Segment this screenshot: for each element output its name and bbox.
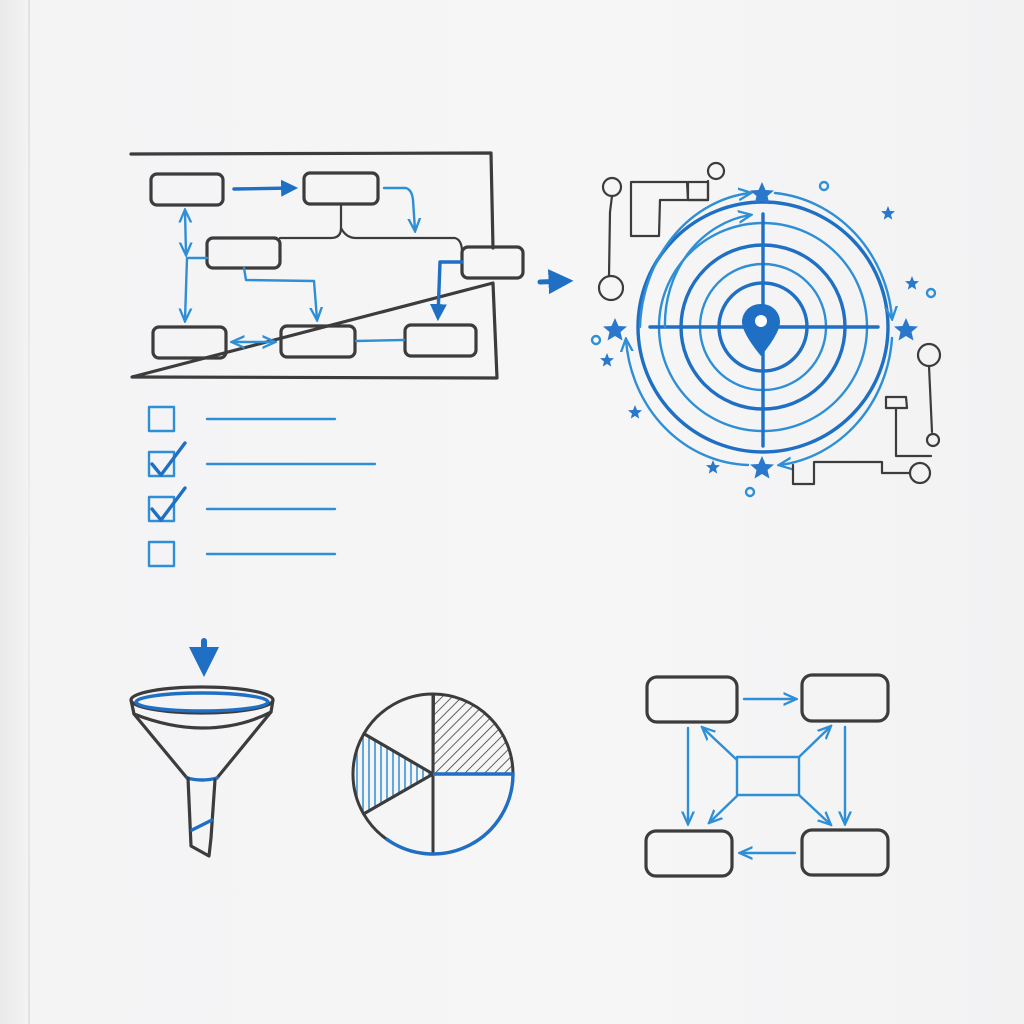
- circuit-node: [908, 461, 932, 485]
- funnel-spout-mark: [190, 818, 214, 832]
- orbit-inner-arc: [663, 215, 750, 329]
- flow-connector: [278, 202, 464, 254]
- star-icon: [750, 182, 774, 205]
- star-icon: [894, 318, 918, 341]
- circuit-node: [597, 274, 625, 302]
- flow-arrow-1-3: [185, 211, 186, 254]
- dot-icon: [744, 486, 756, 498]
- cycle-diag-tl: [703, 728, 739, 762]
- cycle-center-node: [735, 755, 801, 797]
- funnel-band: [129, 698, 275, 730]
- pie-slice: [362, 692, 435, 776]
- funnel-spout: [186, 776, 217, 858]
- star-icon: [628, 405, 642, 419]
- circuit-wire: [791, 460, 912, 486]
- pie-chart-icon: [351, 692, 515, 856]
- flowchart-frame: [129, 151, 499, 380]
- location-pin-icon: [742, 304, 780, 356]
- dot-icon: [925, 287, 937, 299]
- checklist-item: [147, 441, 377, 478]
- radar-target: [590, 161, 942, 498]
- checkmark-icon: [150, 441, 187, 477]
- cycle-node-tl: [645, 675, 739, 724]
- orbit-arc-bl: [626, 340, 750, 467]
- circuit-square: [686, 180, 710, 202]
- circuit-node: [601, 176, 623, 198]
- orbit-arc-tl: [638, 193, 750, 329]
- cycle-diag-tr: [797, 727, 830, 759]
- cycle-diag-br: [797, 793, 830, 824]
- orbit-arc-br: [780, 336, 894, 465]
- circuit-node: [916, 342, 942, 368]
- funnel-neck: [185, 776, 219, 782]
- location-pin-dot: [755, 315, 767, 327]
- star-icon: [881, 206, 895, 220]
- checklist-item: [147, 405, 337, 433]
- flow-arrow-1-2: [232, 179, 299, 197]
- orbit-arc-tr: [773, 191, 892, 318]
- cycle-node-tr: [800, 673, 890, 723]
- checklist: [147, 405, 377, 568]
- star-icon: [603, 318, 627, 341]
- flow-node-1: [149, 172, 225, 207]
- checkbox-icon: [147, 540, 176, 568]
- cycle-node-bl: [644, 829, 734, 878]
- checkbox-icon: [147, 405, 176, 433]
- pie-slice: [431, 692, 515, 776]
- circuit-wire: [607, 194, 614, 278]
- funnel-icon: [129, 638, 275, 858]
- flow-arrow-6-7: [354, 338, 406, 343]
- star-icon: [750, 456, 774, 479]
- circuit-node: [706, 161, 726, 181]
- star-icon: [905, 276, 919, 290]
- cycle-diagram: [644, 673, 890, 878]
- dot-icon: [590, 334, 602, 346]
- flow-arrow-2-down: [382, 186, 415, 230]
- arrow-right-icon: [537, 269, 574, 295]
- flow-arrow-4-7: [429, 260, 464, 322]
- cycle-diag-bl: [710, 793, 740, 822]
- cycle-node-br: [800, 828, 890, 877]
- checklist-item: [147, 540, 337, 568]
- funnel-cone: [132, 710, 273, 780]
- funnel-rim-inner: [134, 691, 270, 713]
- dot-icon: [818, 180, 830, 192]
- paper-edge: [28, 0, 30, 1024]
- flow-node-2: [302, 171, 380, 206]
- flow-node-7: [403, 323, 478, 358]
- star-icon: [706, 460, 720, 474]
- flow-node-5: [151, 325, 228, 360]
- circuit-node: [925, 432, 941, 448]
- flow-arrow-3-5: [185, 256, 209, 320]
- flow-node-3: [205, 236, 282, 270]
- checkmark-icon: [150, 486, 187, 522]
- flow-node-6: [279, 324, 357, 359]
- flowchart: [129, 151, 525, 380]
- checklist-item: [147, 486, 337, 523]
- star-icon: [600, 353, 614, 367]
- circuit-top-left: [629, 179, 710, 238]
- radar-ring-outer: [636, 200, 890, 454]
- pie-slice: [351, 732, 435, 816]
- flow-arrow-3-6: [242, 266, 317, 319]
- circuit-bottom-right: [884, 364, 934, 458]
- flow-node-4: [460, 245, 525, 280]
- pie-highlight-edge: [384, 772, 515, 856]
